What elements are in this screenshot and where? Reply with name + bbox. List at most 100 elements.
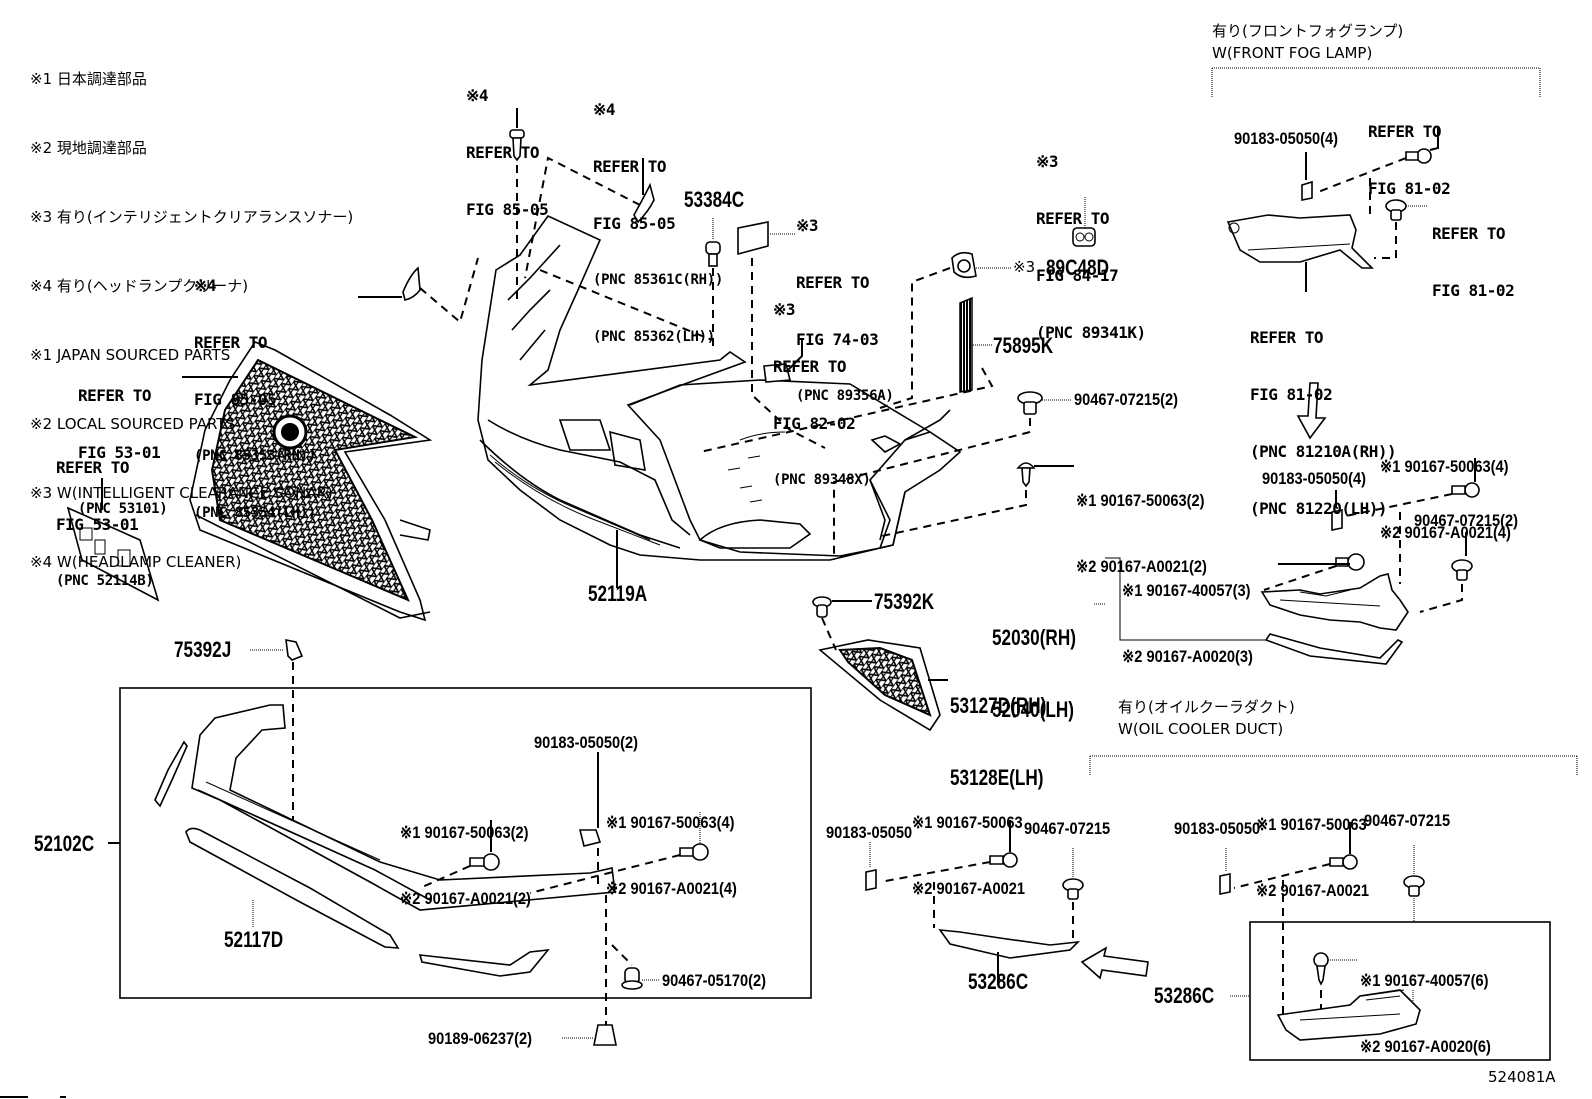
ref-fog-lamp[interactable]: REFER TO FIG 81-02 (PNC 81210A(RH)) (PNC… (1250, 290, 1397, 537)
part-52117D[interactable]: 52117D (224, 927, 284, 952)
clip-fogr-drawing (1451, 559, 1473, 581)
ref-fig-link[interactable]: FIG 53-01 (78, 443, 161, 462)
part-90167-50063[interactable]: ※1 90167-50063(2) ※2 90167-A0021(2) (1076, 446, 1207, 600)
part-90183-05050-fog[interactable]: 90183-05050(4) (1234, 129, 1339, 148)
ref-line: REFER TO (796, 273, 870, 292)
part-line: ※2 90167-A0021(2) (400, 889, 531, 908)
pnc-label: (PNC 89356A) (796, 388, 894, 404)
oil-cooler-option-jp: 有り(オイルクーラダクト) (1118, 698, 1295, 716)
part-90467-07215-duct[interactable]: 90467-07215 (1024, 819, 1111, 838)
part-53286C-assy[interactable]: 53286C (1154, 983, 1215, 1008)
part-90183-05050-duct[interactable]: 90183-05050 (826, 823, 913, 842)
part-52030-52040[interactable]: 52030(RH) 52040(LH) (992, 578, 1076, 746)
ref-fig-link[interactable]: FIG 53-01 (56, 515, 139, 534)
part-90167-box-b[interactable]: ※1 90167-50063(4) ※2 90167-A0021(4) (606, 768, 737, 922)
clip-53384C-drawing (705, 241, 721, 267)
ref-sonar-sensor[interactable]: ※3 REFER TO FIG 84-17 (PNC 89341K) (1036, 114, 1146, 361)
assembly-line (611, 944, 633, 966)
part-52119A[interactable]: 52119A (588, 581, 648, 606)
part-90167-fogr-a[interactable]: ※1 90167-50063(4) ※2 90167-A0021(4) (1380, 412, 1511, 566)
legend-line: ※4 W(HEADLAMP CLEANER) (30, 553, 242, 571)
washer-cover-left-drawing (402, 266, 421, 301)
ref-license-bracket[interactable]: REFER TO FIG 53-01 (PNC 52114B) (56, 420, 154, 610)
assembly-line (821, 617, 837, 651)
fog-lamp-option-bracket (1211, 67, 1541, 98)
part-89C48D[interactable]: 89C48D (1046, 255, 1109, 280)
ref-line: REFER TO (773, 357, 847, 376)
ref-line: REFER TO (1368, 122, 1442, 141)
part-90183-05050-fogr[interactable]: 90183-05050(4) (1262, 469, 1367, 488)
part-90467-07215-fogr[interactable]: 90467-07215(2) (1414, 511, 1519, 530)
ref-line: REFER TO (194, 333, 268, 352)
part-90467-07215[interactable]: 90467-07215(2) (1074, 390, 1179, 409)
part-90183-05050-box[interactable]: 90183-05050(2) (534, 733, 639, 752)
part-90167-duct[interactable]: ※1 90167-50063 ※2 90167-A0021 (912, 768, 1025, 922)
ref-fig-link[interactable]: FIG 81-02 (1368, 179, 1451, 198)
pnc-label: (PNC 89348X) (773, 472, 871, 488)
part-90467-07215-duct2[interactable]: 90467-07215 (1364, 811, 1451, 830)
part-90167-box-a[interactable]: ※1 90167-50063(2) ※2 90167-A0021(2) (400, 778, 531, 932)
ref-washer-cover-upper[interactable]: ※4 REFER TO FIG 85-05 (PNC 85361C(RH)) (… (593, 62, 723, 366)
part-52102C[interactable]: 52102C (34, 831, 95, 856)
ref-line: REFER TO (1036, 209, 1110, 228)
legend-line: ※3 有り(インテリジェントクリアランスソナー) (30, 208, 354, 226)
part-line: 53127D(RH) (950, 693, 1047, 718)
nut-90183-fog-drawing (1301, 180, 1313, 201)
option-mark: ※4 (194, 276, 217, 295)
assembly-line (419, 865, 471, 889)
assembly-line (1263, 565, 1337, 591)
ref-sonar-cover[interactable]: ※3 REFER TO FIG 74-03 (PNC 89356A) (796, 178, 894, 425)
ref-washer-cover-left[interactable]: ※4 REFER TO FIG 85-05 (PNC 85353(RH)) (P… (194, 238, 316, 542)
ref-fig-link[interactable]: FIG 85-05 (593, 214, 676, 233)
ref-fig-link[interactable]: FIG 74-03 (796, 330, 879, 349)
fog-lamp-option-en: W(FRONT FOG LAMP) (1212, 44, 1373, 62)
fog-grille-53127D-drawing (818, 639, 941, 732)
option-mark: ※3 (1036, 152, 1059, 171)
part-75895K[interactable]: 75895K (993, 333, 1054, 358)
clip-duct2-drawing (1403, 875, 1425, 897)
pnc-label: (PNC 53101) (78, 501, 168, 517)
part-75392J[interactable]: 75392J (174, 637, 232, 662)
pnc-label: (PNC 89341K) (1036, 323, 1146, 342)
ref-grille[interactable]: REFER TO FIG 53-01 (PNC 53101) (78, 348, 168, 538)
part-53127D-53128E[interactable]: 53127D(RH) 53128E(LH) (950, 646, 1046, 814)
part-90467-05170[interactable]: 90467-05170(2) (662, 971, 767, 990)
clip-75392K-drawing (812, 596, 832, 618)
part-90167-duct2[interactable]: ※1 90167-50063 ※2 90167-A0021 (1256, 770, 1369, 924)
oil-cooler-option-en: W(OIL COOLER DUCT) (1118, 720, 1284, 738)
leader-line (785, 340, 803, 373)
pnc-label: (PNC 85361C(RH)) (593, 272, 724, 288)
assembly-line (1345, 493, 1453, 517)
part-90167-fogr-b[interactable]: ※1 90167-40057(3) ※2 90167-A0020(3) (1122, 536, 1253, 690)
legend-line: ※2 現地調達部品 (30, 139, 147, 157)
fog-bezel-strip-drawing (1264, 633, 1404, 665)
part-line: ※2 90167-A0021(4) (1380, 523, 1511, 542)
part-line: ※2 90167-A0020(6) (1360, 1037, 1491, 1056)
ref-line: REFER TO (78, 386, 152, 405)
part-90189-06237[interactable]: 90189-06237(2) (428, 1029, 533, 1048)
ref-fog-clip[interactable]: REFER TO FIG 81-02 (1432, 186, 1515, 319)
ref-line: REFER TO (466, 143, 540, 162)
part-53286C[interactable]: 53286C (968, 969, 1029, 994)
ref-fig-link[interactable]: FIG 81-02 (1432, 281, 1515, 300)
option-mark: ※4 (466, 86, 489, 105)
part-90167-duct2-b[interactable]: ※1 90167-40057(6) ※2 90167-A0020(6) (1360, 926, 1491, 1080)
part-line: ※1 90167-50063(4) (1380, 457, 1509, 476)
ref-fig-link[interactable]: FIG 84-17 (1036, 266, 1119, 285)
pnc-label: (PNC 85353(RH)) (194, 448, 316, 464)
subassembly-box-53286C (1249, 921, 1551, 1061)
ref-fig-link[interactable]: FIG 85-05 (194, 390, 277, 409)
screw-90167-box-b-drawing (679, 843, 709, 861)
part-90183-05050-duct2[interactable]: 90183-05050 (1174, 819, 1261, 838)
part-75392K[interactable]: 75392K (874, 589, 935, 614)
part-53384C[interactable]: 53384C (684, 187, 745, 212)
ref-fig-link[interactable]: FIG 85-05 (466, 200, 549, 219)
ref-sonar-clip[interactable]: ※3 REFER TO FIG 82-02 (PNC 89348X) (773, 262, 871, 509)
clip-fog-drawing (1385, 199, 1407, 221)
ref-washer-bolt[interactable]: ※4 REFER TO FIG 85-05 (466, 48, 549, 238)
ref-fig-link[interactable]: FIG 81-02 (1250, 385, 1333, 404)
ref-fig-link[interactable]: FIG 82-02 (773, 414, 856, 433)
ref-fog-screw[interactable]: REFER TO FIG 81-02 (1368, 84, 1451, 217)
pnc-label: (PNC 81220(LH)) (1250, 499, 1388, 518)
pnc-label: (PNC 85354(LH)) (194, 505, 316, 521)
